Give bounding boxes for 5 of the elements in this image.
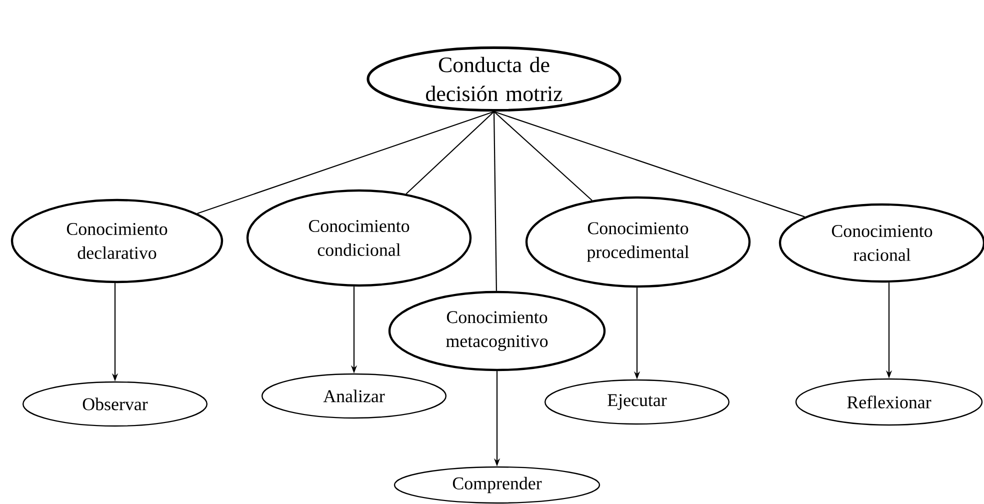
connector-line [494,111,592,201]
connector-line [494,111,805,218]
connector-line [197,111,494,214]
connector-line [406,111,494,194]
connector-line [493,112,497,291]
